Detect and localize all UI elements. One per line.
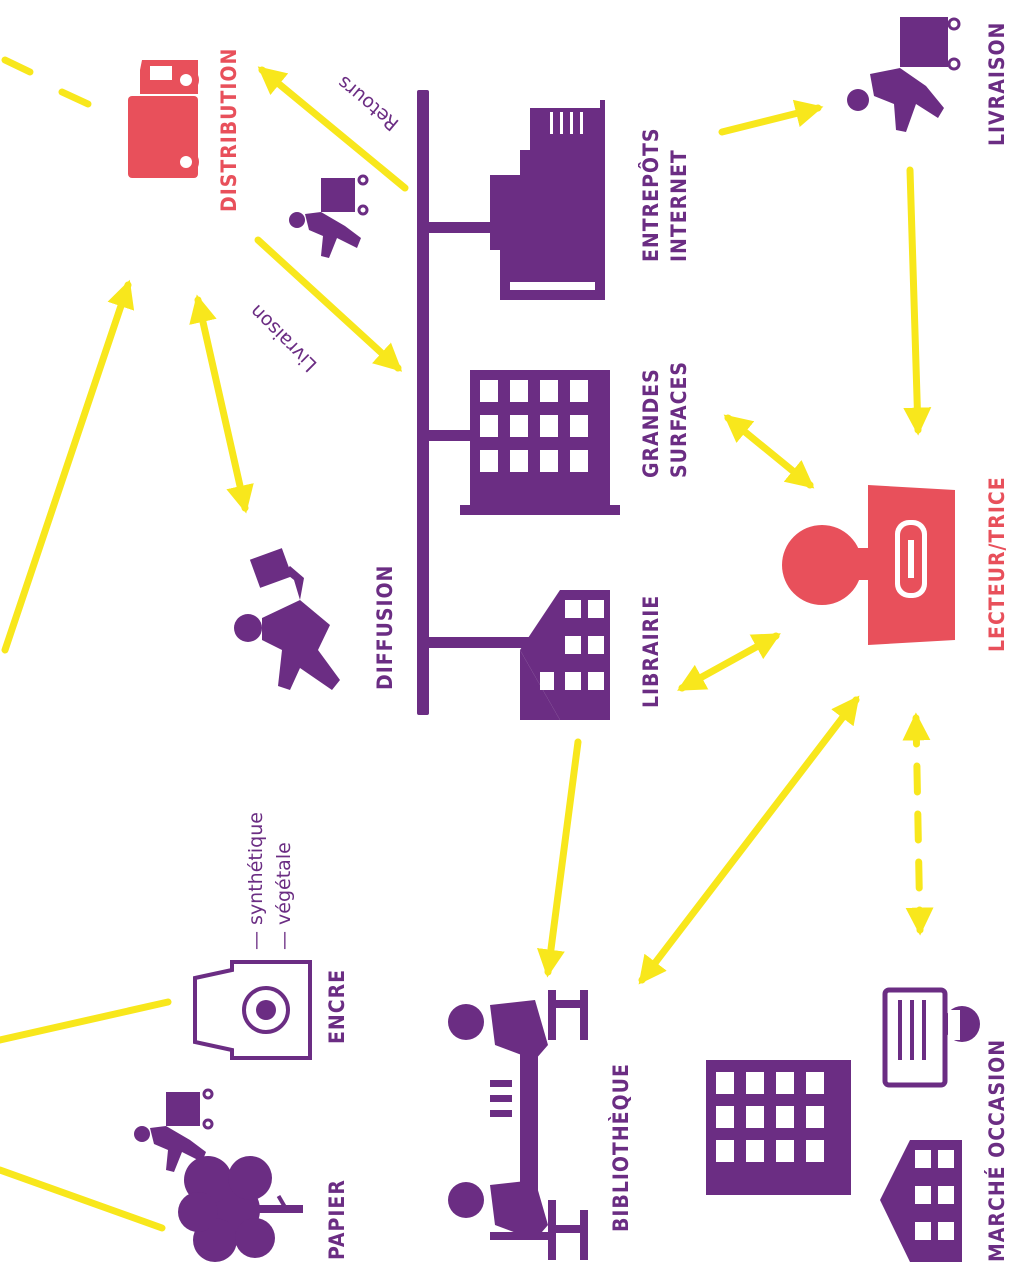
delivery-person-icon — [289, 174, 369, 258]
truck-icon — [128, 60, 199, 178]
flow-arrows — [0, 56, 934, 1232]
entrepots-label-1: ENTREPÔTS — [638, 128, 663, 262]
delivery-person-icon — [134, 1088, 214, 1172]
arrow-left-to-encre — [0, 998, 172, 1044]
librairie-label: LIBRAIRIE — [639, 595, 663, 708]
arrow-librairie-bibliotheque — [537, 738, 582, 978]
grandes-surfaces-label-2: SURFACES — [667, 361, 691, 478]
grandes-surfaces-label-1: GRANDES — [639, 368, 663, 478]
vegetale-label: — végétale — [273, 842, 295, 950]
distribution-label: DISTRIBUTION — [217, 48, 241, 212]
dancer-icon — [234, 548, 340, 690]
warehouse-icon — [490, 98, 605, 300]
arrow-entrepots-livraison — [718, 99, 824, 136]
arrow-distribution-diffusion — [189, 294, 254, 514]
arrow-livraison-lecteur — [903, 166, 932, 436]
arrow-dashed-topleft-2 — [58, 88, 92, 108]
lecteur-label: LECTEUR/TRICE — [985, 476, 1009, 652]
arrow-left-to-distribution — [1, 279, 135, 654]
diffusion-label: DIFFUSION — [373, 565, 397, 690]
library-icon — [448, 990, 588, 1260]
reader-icon — [782, 485, 955, 645]
arrow-lecteur-marche-dashed — [902, 712, 934, 936]
marche-occasion-label: MARCHÉ OCCASION — [984, 1039, 1009, 1262]
arrow-livraison — [254, 236, 403, 372]
ink-bottle-icon — [193, 960, 312, 1060]
arrow-librairie-lecteur — [677, 632, 781, 692]
papier-label: PAPIER — [325, 1179, 349, 1260]
arrow-bibliotheque-lecteur — [638, 695, 860, 985]
distribution-bus — [417, 90, 537, 715]
arrow-left-to-papier — [0, 1166, 166, 1232]
livraison-label: LIVRAISON — [985, 22, 1009, 146]
entrepots-label-2: INTERNET — [667, 149, 691, 262]
building-icon — [460, 370, 620, 515]
synthetique-label: — synthétique — [245, 812, 267, 950]
retours-label: Retours — [333, 71, 403, 135]
bibliotheque-label: BIBLIOTHÈQUE — [608, 1063, 633, 1232]
secondhand-market-icon — [706, 987, 980, 1262]
livraison-arrow-label: Livraison — [246, 300, 322, 376]
delivery-person-icon — [847, 17, 961, 132]
arrow-grandes-lecteur — [723, 414, 815, 489]
arrow-retours — [257, 66, 409, 192]
encre-label: ENCRE — [325, 969, 349, 1044]
arrow-dashed-topleft — [1, 56, 34, 76]
bookshop-icon — [520, 590, 610, 720]
tree-icon — [178, 1156, 303, 1262]
